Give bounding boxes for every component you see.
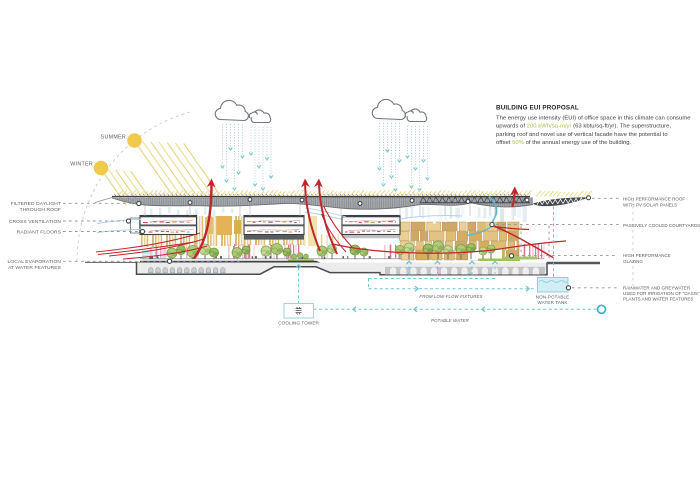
svg-text:WITH PV SOLAR PANELS: WITH PV SOLAR PANELS xyxy=(623,202,677,207)
svg-text:COOLING TOWER: COOLING TOWER xyxy=(278,321,319,326)
svg-text:PASSIVELY COOLED COURTYARDS: PASSIVELY COOLED COURTYARDS xyxy=(623,223,700,228)
svg-text:LOCAL EVAPORATION: LOCAL EVAPORATION xyxy=(7,259,61,265)
svg-text:THROUGH ROOF: THROUGH ROOF xyxy=(20,207,61,213)
svg-text:offset 50% of the annual energ: offset 50% of the annual energy use of t… xyxy=(496,140,632,146)
svg-text:HIGH PERFORMANCE ROOF: HIGH PERFORMANCE ROOF xyxy=(623,197,685,202)
svg-text:parking roof and novel use of: parking roof and novel use of vertical f… xyxy=(496,132,668,138)
svg-text:POTABLE WATER: POTABLE WATER xyxy=(431,318,469,323)
svg-text:PLANTS AND WATER FEATURES: PLANTS AND WATER FEATURES xyxy=(623,296,693,301)
svg-text:WATER TANK: WATER TANK xyxy=(537,300,568,305)
svg-text:GLAZING: GLAZING xyxy=(623,259,643,264)
svg-text:FILTERED DAYLIGHT: FILTERED DAYLIGHT xyxy=(11,201,61,207)
svg-text:HIGH PERFORMANCE: HIGH PERFORMANCE xyxy=(623,253,671,258)
svg-text:CROSS VENTILATION: CROSS VENTILATION xyxy=(9,219,62,225)
svg-text:AT WATER FEATURES: AT WATER FEATURES xyxy=(8,265,62,271)
svg-text:SUMMER: SUMMER xyxy=(101,135,126,141)
svg-text:upwards of 200 kWh/sq-m/yr (63: upwards of 200 kWh/sq-m/yr (63 kbtu/sq-f… xyxy=(496,124,671,130)
svg-text:RAINWATER AND GREYWATER: RAINWATER AND GREYWATER xyxy=(623,285,691,290)
svg-text:RADIANT FLOORS: RADIANT FLOORS xyxy=(17,229,62,235)
svg-text:USED FOR IRRIGATION OF “OASIS”: USED FOR IRRIGATION OF “OASIS” xyxy=(623,291,700,296)
svg-text:BUILDING EUI PROPOSAL: BUILDING EUI PROPOSAL xyxy=(496,105,579,112)
svg-text:The energy use intensity (EUI): The energy use intensity (EUI) of office… xyxy=(496,115,691,121)
svg-text:FROM LOW-FLOW FIXTURES: FROM LOW-FLOW FIXTURES xyxy=(419,294,482,299)
svg-text:WINTER: WINTER xyxy=(70,162,93,168)
svg-text:NON-POTABLE: NON-POTABLE xyxy=(536,294,570,299)
